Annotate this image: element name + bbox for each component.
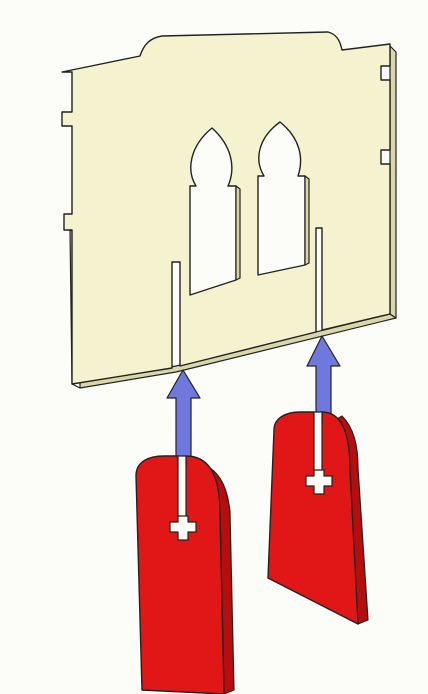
panel-window-left xyxy=(190,128,236,295)
right-foot xyxy=(268,412,368,624)
panel-window-right xyxy=(258,122,305,275)
insert-arrow-left xyxy=(167,370,200,464)
arrow-up-icon xyxy=(167,370,200,464)
panel-window-right-depth xyxy=(305,176,309,265)
panel-window-left-depth xyxy=(236,186,240,280)
left-foot xyxy=(136,456,234,694)
wall-panel xyxy=(62,32,396,388)
panel-right-edge xyxy=(390,46,396,318)
right-foot-face xyxy=(268,412,358,624)
